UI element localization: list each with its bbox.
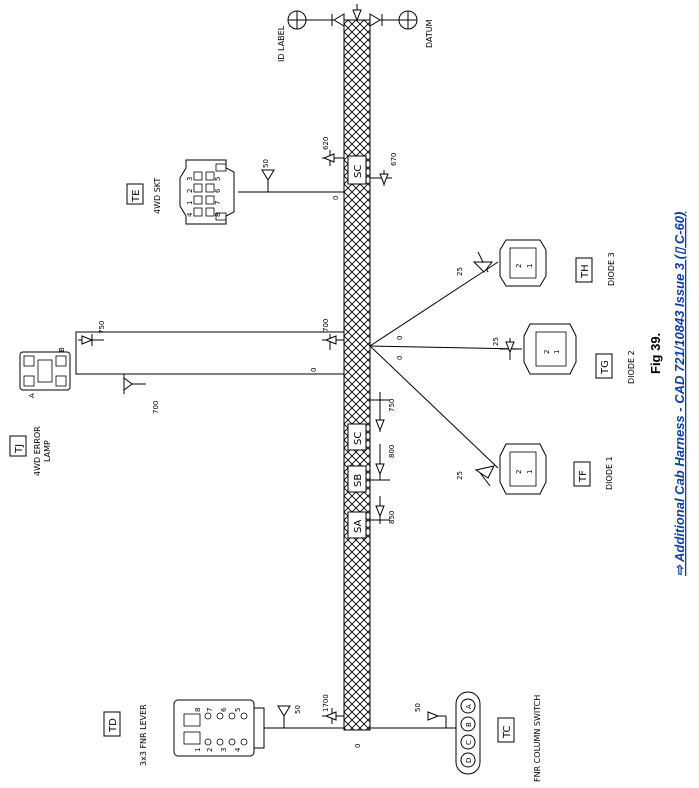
connector-tj: 750 700 700 0 A B TJ 4WD ERROR LAMP — [9, 319, 345, 476]
dim-tc-50: 50 — [414, 703, 422, 712]
td-name: 3x3 FNR LEVER — [139, 704, 148, 766]
td-pin-6: 6 — [220, 707, 228, 712]
te-pin-7: 7 — [214, 201, 222, 205]
dim-te-zero: 0 — [332, 196, 340, 200]
splices: SC SB SA 750 800 850 — [347, 392, 396, 539]
tg-name: DIODE 2 — [627, 350, 636, 384]
connector-td: 50 1700 0 8 7 6 5 1 2 3 4 TD 3x3 FNR LEV… — [103, 694, 362, 766]
te-pin-2: 2 — [186, 189, 194, 193]
te-pin-4: 4 — [186, 212, 194, 217]
dim-tj-700-main: 700 — [322, 319, 330, 332]
td-pin-3: 3 — [220, 748, 228, 752]
te-name: 4WD SKT — [153, 178, 162, 214]
te-pin-grid — [193, 171, 215, 217]
td-pin-1: 1 — [194, 748, 202, 752]
dim-sa-850: 850 — [388, 511, 396, 524]
dim-te-670: 670 — [390, 153, 398, 166]
tf-diode-body — [499, 443, 547, 495]
dim-tg-25: 25 — [492, 337, 500, 346]
th-pin-1: 1 — [526, 264, 534, 268]
dims-te-top: 620 670 SC — [322, 137, 398, 186]
datum-markers: ID LABEL DATUM — [277, 4, 434, 62]
datum-text: DATUM — [425, 19, 434, 48]
dim-tf-25: 25 — [456, 471, 464, 480]
tj-lamp-body — [19, 351, 71, 391]
td-pin-5: 5 — [234, 708, 242, 712]
tj-pin-a: A — [28, 393, 36, 398]
th-name: DIODE 3 — [607, 252, 616, 286]
dim-te-branch: 50 — [262, 159, 270, 168]
tj-code: TJ — [14, 444, 25, 454]
connector-tc: 50 A B C D TC FNR COLUMN SWITCH — [370, 691, 542, 782]
tj-name-line1: 4WD ERROR — [33, 426, 42, 476]
connector-te: 50 0 3 2 1 4 5 6 7 8 TE 4WD SKT — [126, 159, 344, 225]
splice-sa — [347, 511, 367, 539]
diode-branches: 0 0 — [369, 261, 523, 469]
td-pin-grid — [204, 712, 248, 746]
td-connector-body — [173, 699, 255, 757]
splice-top-label: SC — [353, 165, 364, 178]
main-harness-trunk — [343, 19, 371, 731]
te-pin-8: 8 — [214, 213, 222, 217]
te-pin-1: 1 — [186, 201, 194, 205]
figure-title: Fig 39. — [648, 333, 663, 374]
td-code: TD — [108, 718, 119, 733]
tc-pin-a: A — [465, 704, 473, 709]
td-pin-7: 7 — [206, 708, 214, 712]
dim-td-zero: 0 — [354, 744, 362, 748]
tf-name: DIODE 1 — [605, 456, 614, 490]
th-code: TH — [580, 264, 591, 279]
te-code: TE — [131, 190, 142, 203]
connector-tf: 25 2 1 TF DIODE 1 — [456, 443, 614, 495]
tg-diode-body — [523, 323, 577, 375]
te-pin-5: 5 — [214, 177, 222, 181]
splice-sc-label: SC — [353, 432, 364, 445]
dim-te-620: 620 — [322, 137, 330, 150]
splice-sb — [347, 465, 367, 493]
dim-td-50: 50 — [294, 705, 302, 714]
tj-pin-b: B — [58, 347, 66, 352]
splice-top — [347, 155, 367, 185]
tc-switch-body — [455, 691, 481, 775]
tf-code: TF — [578, 470, 589, 483]
dim-td-1700: 1700 — [322, 694, 330, 712]
connector-tg: 25 2 1 TG DIODE 2 — [492, 323, 636, 384]
td-pin-4: 4 — [234, 747, 242, 752]
tc-name: FNR COLUMN SWITCH — [533, 695, 542, 782]
th-diode-body — [499, 239, 547, 287]
tj-name-line2: LAMP — [43, 440, 52, 462]
connector-th: 25 2 1 TH DIODE 3 — [456, 239, 616, 287]
dim-sc-750: 750 — [388, 399, 396, 412]
dim-sb-800: 800 — [388, 445, 396, 458]
dim-tj-zero: 0 — [310, 368, 318, 372]
dim-diode-zero-a: 0 — [396, 336, 404, 340]
te-pin-3: 3 — [186, 177, 194, 181]
tg-code: TG — [600, 360, 611, 375]
tf-pin-1: 1 — [526, 470, 534, 474]
te-pin-6: 6 — [214, 188, 222, 193]
th-pin-2: 2 — [515, 264, 523, 268]
tc-pin-d: D — [465, 758, 473, 763]
tc-code: TC — [502, 725, 513, 739]
dim-tj-750: 750 — [98, 321, 106, 334]
dim-th-25: 25 — [456, 267, 464, 276]
figure-link[interactable]: ⇨ Additional Cab Harness - CAD 721/10843… — [672, 212, 687, 576]
tc-pin-c: C — [465, 740, 473, 745]
tg-pin-1: 1 — [553, 350, 561, 354]
tf-pin-2: 2 — [515, 470, 523, 474]
tc-pin-b: B — [465, 722, 473, 727]
splice-sa-label: SA — [353, 519, 364, 533]
tg-pin-2: 2 — [543, 350, 551, 354]
id-label-text: ID LABEL — [277, 25, 286, 62]
splice-sc — [347, 423, 367, 451]
dim-tj-700-bottom: 700 — [152, 401, 160, 414]
splice-sb-label: SB — [353, 474, 364, 487]
td-pin-8: 8 — [194, 708, 202, 712]
td-pin-2: 2 — [206, 748, 214, 752]
dim-diode-zero-b: 0 — [396, 356, 404, 360]
